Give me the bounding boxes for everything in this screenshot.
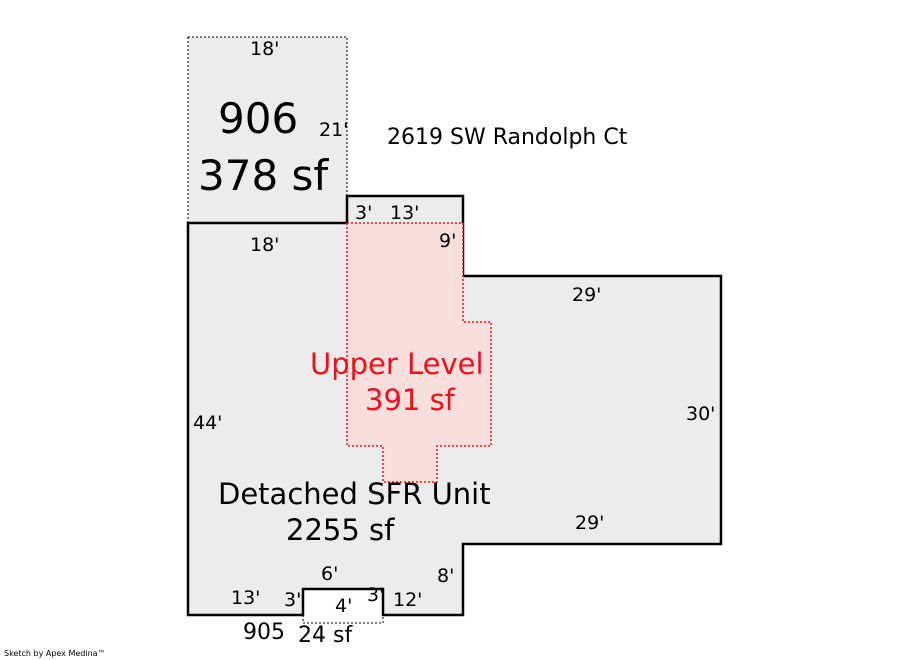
- sketch-credit: Sketch by Apex Medina™: [4, 649, 106, 658]
- dimension-wing-bottom: 29': [575, 512, 605, 534]
- dimension-wing-top: 29': [572, 284, 602, 306]
- dimension-bump-top: 6': [321, 563, 339, 585]
- dimension-bump-right: 3': [367, 584, 385, 606]
- property-address: 2619 SW Randolph Ct: [387, 125, 628, 150]
- main-unit-name: Detached SFR Unit: [218, 477, 491, 511]
- dimension-906-right: 21': [319, 119, 349, 141]
- dimension-bump-left: 3': [284, 589, 302, 611]
- dimension-main-top: 18': [250, 234, 280, 256]
- upper-level-outline: [346, 222, 492, 483]
- area-905-id: 905: [243, 620, 285, 645]
- area-906-size: 378 sf: [198, 151, 329, 200]
- dimension-bottom-right: 12': [393, 589, 423, 611]
- upper-level-area: 391 sf: [365, 383, 455, 417]
- upper-level-name: Upper Level: [310, 347, 484, 381]
- dimension-906-top: 18': [250, 38, 280, 60]
- dimension-step-right: 8': [437, 565, 455, 587]
- main-unit-area: 2255 sf: [286, 513, 395, 547]
- dimension-bottom-left: 13': [231, 587, 261, 609]
- dimension-wing-right: 30': [686, 403, 716, 425]
- dimension-notch-left: 3': [355, 202, 373, 224]
- dimension-main-left: 44': [193, 412, 223, 434]
- area-905-size: 24 sf: [298, 623, 353, 648]
- area-906-id: 906: [218, 94, 299, 143]
- dimension-bump-bottom: 4': [335, 595, 353, 617]
- dimension-notch-right: 9': [439, 230, 457, 252]
- dimension-notch-top: 13': [390, 202, 420, 224]
- area-905-bottom-edge: [302, 615, 384, 624]
